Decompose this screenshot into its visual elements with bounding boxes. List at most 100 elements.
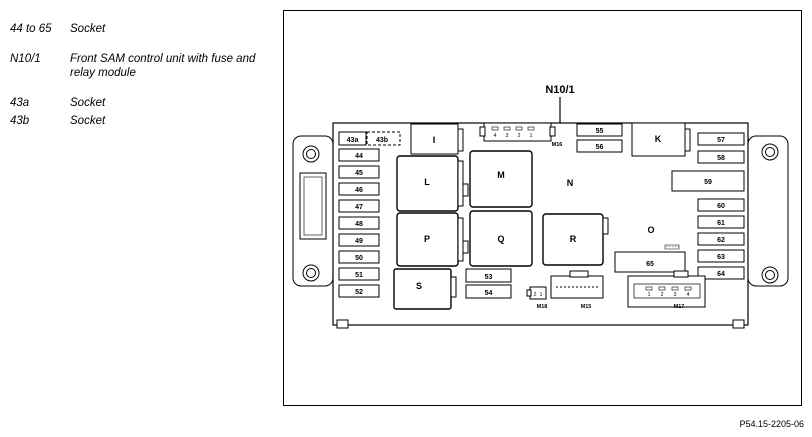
fuse-56 — [576, 139, 623, 153]
legend-code: 43a — [10, 97, 30, 109]
fuse-46 — [338, 182, 380, 196]
fuse-label: 49 — [355, 238, 363, 245]
legend-code: N10/1 — [10, 53, 41, 65]
fuse-55-label: 55 — [596, 128, 604, 135]
fuse-label: 47 — [355, 204, 363, 211]
fuse-label: 62 — [717, 237, 725, 244]
connector-m18-pin: 2 — [534, 292, 537, 298]
relay-I-label: I — [433, 135, 436, 145]
connector-m18-label: M18 — [537, 304, 548, 310]
fuse-label: 61 — [717, 220, 725, 227]
mount-hole — [302, 145, 320, 163]
legend-desc: Socket — [70, 23, 106, 35]
fuse-59 — [671, 170, 745, 192]
connector-m17-pin: 2 — [661, 292, 664, 298]
fuse-label: 60 — [717, 203, 725, 210]
reference-code: P54.15-2205-06 — [739, 419, 804, 429]
fuse-51 — [338, 267, 380, 281]
fuse-55 — [576, 123, 623, 137]
fuse-50 — [338, 250, 380, 264]
fuse-52 — [338, 284, 380, 298]
legend: 44 to 65 Socket N10/1 Front SAM control … — [10, 22, 280, 132]
connector-m18-pin: 1 — [540, 292, 543, 298]
connector-m16-pin: 3 — [506, 133, 509, 139]
fuse-43a-label: 43a — [347, 137, 359, 144]
fuse-54 — [465, 284, 512, 299]
fuse-label: 51 — [355, 272, 363, 279]
relay-P-label: P — [424, 234, 430, 244]
fuse-label: 48 — [355, 221, 363, 228]
relay-Q — [469, 210, 533, 267]
legend-desc: Front SAM control unit with fuse and rel… — [70, 53, 256, 79]
fuse-label: 44 — [355, 153, 363, 160]
fuse-62 — [697, 232, 745, 246]
legend-row: N10/1 Front SAM control unit with fuse a… — [10, 52, 280, 80]
fuse-57 — [697, 132, 745, 146]
relay-L-label: L — [424, 177, 430, 187]
fuse-54-label: 54 — [485, 290, 493, 297]
main-label: N10/1 — [545, 84, 574, 96]
relay-I — [410, 123, 459, 155]
mount-hole — [761, 143, 779, 161]
mount-hole — [302, 264, 320, 282]
relay-R — [542, 213, 604, 266]
fuse-61 — [697, 215, 745, 229]
connector-m17-pin: 4 — [687, 292, 690, 298]
connector-m18 — [529, 286, 547, 300]
area-label-o: O — [647, 225, 654, 235]
fuse-59-label: 59 — [704, 179, 712, 186]
relay-Q-label: Q — [497, 234, 504, 244]
relay-M — [469, 150, 533, 208]
fuse-label: 57 — [717, 137, 725, 144]
fuse-65-label: 65 — [646, 261, 654, 268]
fuse-45 — [338, 165, 380, 179]
relay-S — [393, 268, 452, 310]
fuse-56-label: 56 — [596, 144, 604, 151]
fuse-58 — [697, 150, 745, 164]
fuse-53 — [465, 268, 512, 283]
legend-row: 44 to 65 Socket — [10, 22, 280, 36]
relay-S-label: S — [416, 281, 422, 291]
fuse-65 — [614, 251, 686, 273]
fuse-47 — [338, 199, 380, 213]
fuse-label: 46 — [355, 187, 363, 194]
connector-m16-label: M16 — [552, 142, 563, 148]
relay-M-label: M — [497, 170, 505, 180]
fuse-49 — [338, 233, 380, 247]
fuse-44 — [338, 148, 380, 162]
relay-K — [631, 122, 686, 157]
fuse-63 — [697, 249, 745, 263]
right-fuse-column: 57 58 60 61 62 63 64 — [697, 132, 745, 280]
legend-row: 43b Socket — [10, 114, 280, 128]
legend-desc: Socket — [70, 97, 106, 109]
connector-m16-pin: 4 — [494, 133, 497, 139]
fuse-48 — [338, 216, 380, 230]
connector-m16-pin: 1 — [530, 133, 533, 139]
fuse-53-label: 53 — [485, 274, 493, 281]
connector-m17-label: M17 — [674, 304, 685, 310]
legend-code: 43b — [10, 115, 30, 127]
fuse-43b — [366, 131, 401, 146]
legend-code: 44 to 65 — [10, 23, 52, 35]
relay-K-label: K — [655, 134, 662, 144]
fuse-label: 45 — [355, 170, 363, 177]
legend-row: 43a Socket — [10, 96, 280, 110]
mount-hole — [761, 266, 779, 284]
connector-m15-label: M15 — [581, 304, 592, 310]
fuse-label: 64 — [717, 271, 725, 278]
fuse-64 — [697, 266, 745, 280]
fuse-label: 63 — [717, 254, 725, 261]
fuse-label: 58 — [717, 155, 725, 162]
left-fuse-column: 44 45 46 47 48 49 50 51 52 — [338, 148, 380, 298]
connector-m17-pin: 3 — [674, 292, 677, 298]
connector-m16-pin: 2 — [518, 133, 521, 139]
relay-R-label: R — [570, 234, 577, 244]
fuse-label: 50 — [355, 255, 363, 262]
fuse-60 — [697, 198, 745, 212]
fuse-label: 52 — [355, 289, 363, 296]
fuse-43a — [338, 131, 367, 146]
area-label-n: N — [567, 178, 574, 188]
legend-desc: Socket — [70, 115, 106, 127]
fuse-43b-label: 43b — [376, 137, 388, 144]
